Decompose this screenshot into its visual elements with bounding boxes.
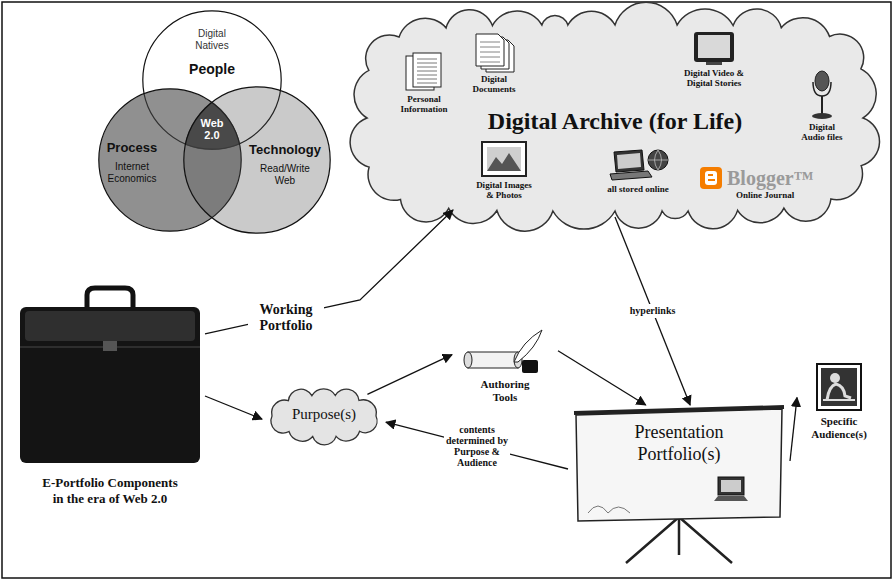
node-text: Presentation Portfolio(s) (604, 421, 754, 465)
connector-arrow (790, 398, 797, 461)
text-group: Specific Audience(s) (797, 362, 881, 441)
node-text: Technology (239, 142, 331, 157)
node-text: all stored online (598, 184, 678, 194)
circle-node: TechnologyRead/Write Web (183, 86, 331, 234)
node-text: Internet Economics (100, 161, 164, 185)
docs-node: Digital Documents (458, 32, 530, 94)
mic-node: Digital Audio files (792, 70, 852, 142)
text-group: Presentation Portfolio(s) (568, 405, 790, 465)
node-text: Blogger™ (727, 166, 820, 190)
blogger-node: Blogger™Online Journal (700, 166, 820, 200)
node-text: Digital Natives (186, 28, 238, 52)
docs-shape (458, 32, 530, 72)
node-text: Read/Write Web (255, 163, 315, 187)
edge-label: Working Portfolio (248, 301, 324, 335)
text-group: Authoring Tools (452, 328, 558, 404)
laptop-shape (598, 148, 678, 182)
text-group: Personal Information (392, 52, 456, 114)
text-group: E-Portfolio Components in the era of Web… (15, 285, 205, 507)
text-group: Digital Archive (for Life) (345, 3, 885, 135)
text-group: Digital NativesPeople (142, 10, 282, 77)
node-text: Digital Images & Photos (474, 180, 534, 200)
text-group: Digital Images & Photos (468, 140, 540, 200)
node-text: Digital Audio files (797, 122, 847, 142)
text-group: Digital Documents (458, 32, 530, 94)
tools-node: Authoring Tools (452, 328, 558, 404)
text-group: Digital Video & Digital Stories (672, 30, 756, 88)
connector-arrow (615, 217, 690, 405)
paper-shape (392, 52, 456, 92)
archive-node: Digital Archive (for Life)Personal Infor… (345, 3, 885, 233)
edge-label: contents determined by Purpose & Audienc… (444, 423, 510, 469)
easel-node: Presentation Portfolio(s) (568, 405, 790, 565)
connector-arrow (205, 396, 262, 419)
audience-node: Specific Audience(s) (797, 362, 881, 441)
node-text: Digital Video & Digital Stories (678, 68, 750, 88)
edge-label: hyperlinks (628, 304, 678, 318)
text-group: Blogger™Online Journal (700, 166, 820, 200)
briefcase-node: E-Portfolio Components in the era of Web… (15, 285, 205, 507)
node-text: Personal Information (396, 94, 452, 114)
node-text: Specific Audience(s) (804, 415, 874, 441)
venn-circle (184, 87, 330, 233)
text-group: Digital Audio files (792, 70, 852, 142)
connector-arrow (367, 355, 452, 395)
text-group: Purpose(s) (262, 385, 386, 423)
node-text: Authoring Tools (475, 378, 535, 404)
node-text: E-Portfolio Components in the era of Web… (41, 475, 179, 507)
node-text: Online Journal (736, 190, 820, 200)
frame-shape (468, 140, 540, 178)
tv-shape (672, 30, 756, 66)
text-group: ProcessInternet Economics (98, 88, 242, 185)
briefcase-shape (15, 285, 205, 467)
mic-shape (792, 70, 852, 120)
paper-node: Personal Information (392, 52, 456, 114)
tools-shape (452, 328, 558, 376)
frame-node: Digital Images & Photos (468, 140, 540, 200)
node-text: People (142, 61, 282, 77)
tv-node: Digital Video & Digital Stories (672, 30, 756, 88)
connector-arrow (558, 351, 646, 405)
text-group: all stored online (598, 148, 678, 194)
connector-arrow (386, 422, 568, 469)
puff-node: Purpose(s) (262, 385, 386, 447)
audience-shape (797, 362, 881, 412)
node-text: Purpose(s) (262, 405, 386, 423)
circle-shape (183, 86, 331, 234)
node-text: Digital Documents (466, 74, 522, 94)
node-text: Process (98, 140, 166, 155)
center-label: Web 2.0 (199, 117, 225, 141)
laptop-node: all stored online (598, 148, 678, 194)
connector-arrow (205, 210, 453, 334)
